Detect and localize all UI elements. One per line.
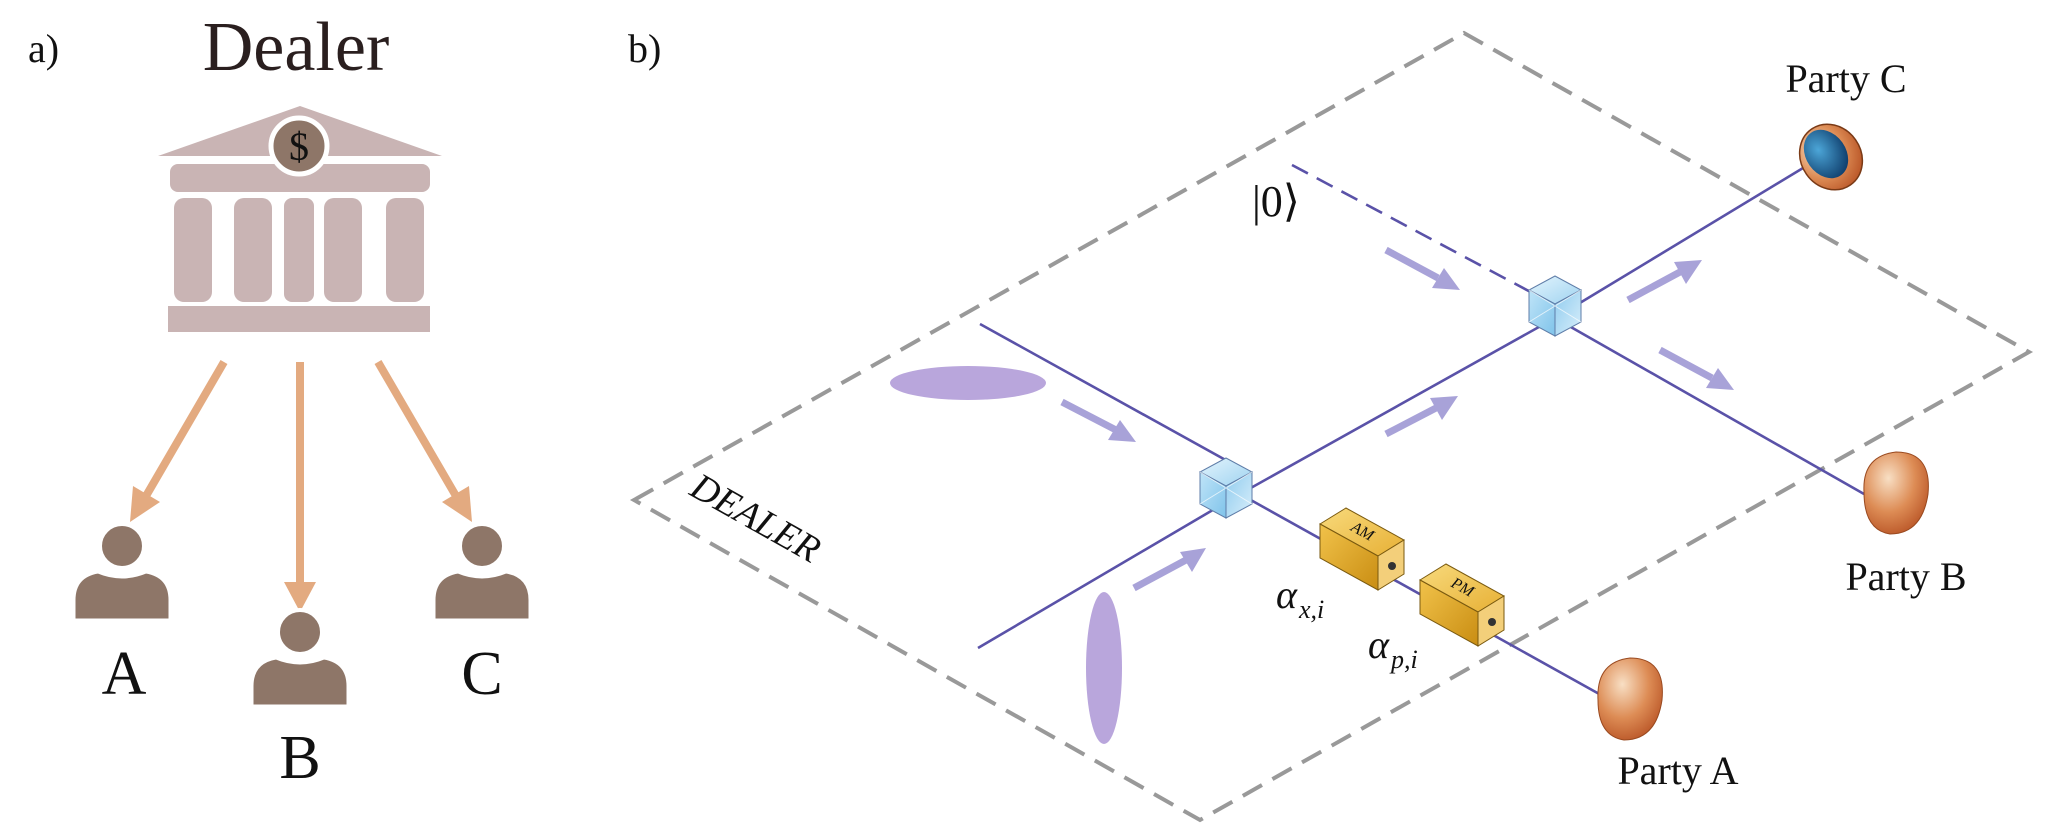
- dealer-region-label: DEALER: [683, 465, 828, 572]
- phase-modulator: PM: [1419, 563, 1505, 647]
- squeezed-state-ellipse-horizontal: [890, 366, 1046, 400]
- dollar-symbol: $: [289, 124, 309, 169]
- alpha-x-label: αx,i: [1276, 572, 1324, 624]
- beam-splitter-icon-1: [1199, 457, 1253, 519]
- panel-b: b) DEALER: [628, 26, 2034, 823]
- squeezed-state-ellipse-vertical: [1086, 592, 1122, 744]
- bank-icon: $: [158, 106, 442, 332]
- party-label-c: C: [461, 640, 502, 708]
- person-icon-c: [432, 522, 532, 622]
- person-icon-b: [250, 608, 350, 708]
- amplitude-modulator: AM: [1319, 507, 1405, 591]
- alpha-x-symbol: α: [1276, 572, 1298, 617]
- vacuum-state-label: |0⟩: [1252, 177, 1300, 226]
- dealer-region-border: [629, 30, 2034, 823]
- dealer-title: Dealer: [203, 9, 390, 86]
- panel-b-label: b): [628, 26, 661, 71]
- party-a-label: Party A: [1617, 748, 1738, 793]
- panel-a: a) Dealer $ A B C: [28, 9, 532, 792]
- person-icon-a: [72, 522, 172, 622]
- alpha-x-subscript: x,i: [1298, 595, 1324, 624]
- detector-icon-party-b: [1863, 451, 1929, 535]
- alpha-p-symbol: α: [1368, 622, 1390, 667]
- party-c-label: Party C: [1785, 56, 1906, 101]
- propagation-arrows: [1060, 246, 1734, 592]
- detector-icon-party-a: [1597, 657, 1663, 741]
- detector-icon-party-c: [1798, 123, 1864, 191]
- party-b-label: Party B: [1845, 554, 1966, 599]
- distribution-arrows: [130, 359, 472, 612]
- panel-a-label: a): [28, 26, 59, 71]
- party-label-a: A: [102, 640, 147, 708]
- party-label-b: B: [279, 724, 320, 792]
- alpha-p-label: αp,i: [1368, 622, 1418, 674]
- alpha-p-subscript: p,i: [1389, 645, 1418, 674]
